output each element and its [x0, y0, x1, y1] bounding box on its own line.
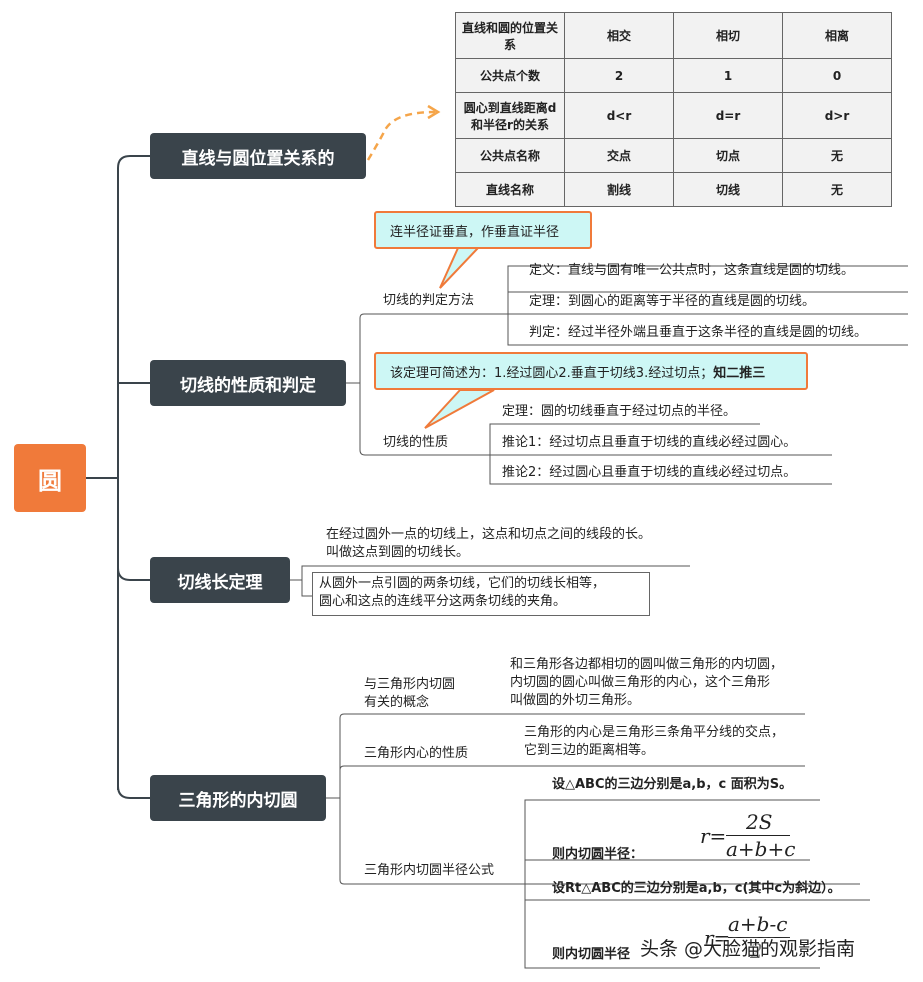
judge-item: 定理：到圆心的距离等于半径的直线是圆的切线。	[529, 294, 816, 309]
table-cell: 直线名称	[455, 172, 565, 207]
topic-tangent-length-theorem[interactable]: 切线长定理	[150, 557, 290, 603]
formula-numerator: 2S	[746, 810, 773, 834]
formula-lhs: r=	[704, 926, 731, 950]
table-cell: 直线和圆的位置关系	[455, 12, 565, 59]
table-cell: 公共点个数	[455, 58, 565, 93]
tangent-judge-label: 切线的判定方法	[383, 293, 475, 308]
table-cell: d=r	[673, 92, 783, 139]
property-item: 推论2：经过圆心且垂直于切线的直线必经过切点。	[502, 465, 797, 480]
judge-item: 定义：直线与圆有唯一公共点时，这条直线是圆的切线。	[529, 263, 855, 278]
definition-line: 在经过圆外一点的切线上，这点和切点之间的线段的长。	[326, 527, 652, 542]
topic-line-circle-position[interactable]: 直线与圆位置关系的	[150, 133, 366, 179]
table-cell: d>r	[782, 92, 892, 139]
callout-theorem-summary: 该定理可简述为：1.经过圆心2.垂直于切线3.经过切点；知二推三	[374, 352, 808, 390]
table-cell: 割线	[564, 172, 674, 207]
judge-item: 判定：经过半径外端且垂直于这条半径的直线是圆的切线。	[529, 325, 868, 340]
tangent-length-definition: 在经过圆外一点的切线上，这点和切点之间的线段的长。 叫做这点到圆的切线长。	[326, 526, 651, 562]
definition-line: 叫做这点到圆的切线长。	[326, 545, 470, 560]
incenter-property-label: 三角形内心的性质	[364, 746, 469, 761]
callout-text: 该定理可简述为：1.经过圆心2.垂直于切线3.经过切点；	[390, 365, 714, 381]
concept-line: 内切圆的圆心叫做三角形的内心，这个三角形	[510, 675, 771, 690]
table-cell: 公共点名称	[455, 138, 565, 173]
table-cell: 无	[782, 172, 892, 207]
position-relation-table: 直线和圆的位置关系 相交 相切 相离 公共点个数 2 1 0 圆心到直线距离d和…	[455, 12, 892, 207]
label-line: 与三角形内切圆	[364, 677, 456, 692]
property-line: 三角形的内心是三角形三条角平分线的交点，	[524, 725, 785, 740]
table-cell: d<r	[564, 92, 674, 139]
theorem-line: 圆心和这点的连线平分这两条切线的夹角。	[319, 594, 567, 609]
formula-condition-1: 设△ABC的三边分别是a,b，c 面积为S。	[552, 777, 793, 792]
formula-result-1-label: 则内切圆半径：	[552, 847, 644, 862]
table-cell: 0	[782, 58, 892, 93]
incenter-property-text: 三角形的内心是三角形三条角平分线的交点， 它到三边的距离相等。	[524, 724, 784, 760]
table-cell: 切线	[673, 172, 783, 207]
formula-numerator: a+b-c	[728, 912, 788, 936]
table-cell: 1	[673, 58, 783, 93]
table-cell: 交点	[564, 138, 674, 173]
table-cell: 相交	[564, 12, 674, 59]
formula-denominator: a+b+c	[726, 837, 796, 861]
incircle-concept-label: 与三角形内切圆 有关的概念	[364, 676, 455, 712]
formula-denominator: 2	[750, 939, 763, 963]
topic-tangent-properties[interactable]: 切线的性质和判定	[150, 360, 346, 406]
topic-incircle[interactable]: 三角形的内切圆	[150, 775, 326, 821]
table-cell: 相离	[782, 12, 892, 59]
callout-proof-hint: 连半径证垂直，作垂直证半径	[374, 211, 592, 249]
callout-bold-text: 知二推三	[713, 365, 766, 381]
fraction-bar	[726, 835, 790, 836]
label-line: 有关的概念	[364, 695, 430, 710]
table-cell: 切点	[673, 138, 783, 173]
root-node[interactable]: 圆	[14, 444, 86, 512]
watermark: 头条 @大脸猫的观影指南	[640, 938, 856, 960]
formula-condition-2: 设Rt△ABC的三边分别是a,b，c(其中c为斜边）。	[552, 881, 841, 896]
tangent-property-label: 切线的性质	[383, 435, 449, 450]
incircle-concept-text: 和三角形各边都相切的圆叫做三角形的内切圆， 内切圆的圆心叫做三角形的内心，这个三…	[510, 656, 783, 710]
property-item: 定理：圆的切线垂直于经过切点的半径。	[502, 404, 737, 419]
concept-line: 叫做圆的外切三角形。	[510, 693, 641, 708]
concept-line: 和三角形各边都相切的圆叫做三角形的内切圆，	[510, 657, 784, 672]
formula-lhs: r=	[700, 824, 727, 848]
fraction-bar	[728, 937, 790, 938]
property-line: 它到三边的距离相等。	[524, 743, 655, 758]
table-cell: 圆心到直线距离d和半径r的关系	[455, 92, 565, 139]
table-cell: 相切	[673, 12, 783, 59]
property-item: 推论1：经过切点且垂直于切线的直线必经过圆心。	[502, 435, 797, 450]
theorem-line: 从圆外一点引圆的两条切线，它们的切线长相等，	[319, 576, 606, 591]
table-cell: 2	[564, 58, 674, 93]
formula-fraction-1: r= 2S a+b+c	[700, 810, 810, 862]
table-cell: 无	[782, 138, 892, 173]
tangent-length-theorem-box: 从圆外一点引圆的两条切线，它们的切线长相等， 圆心和这点的连线平分这两条切线的夹…	[312, 572, 650, 616]
incircle-radius-formula-label: 三角形内切圆半径公式	[364, 863, 495, 878]
formula-result-2-label: 则内切圆半径	[552, 947, 631, 962]
formula-fraction-2: r= a+b-c 2	[704, 910, 794, 970]
